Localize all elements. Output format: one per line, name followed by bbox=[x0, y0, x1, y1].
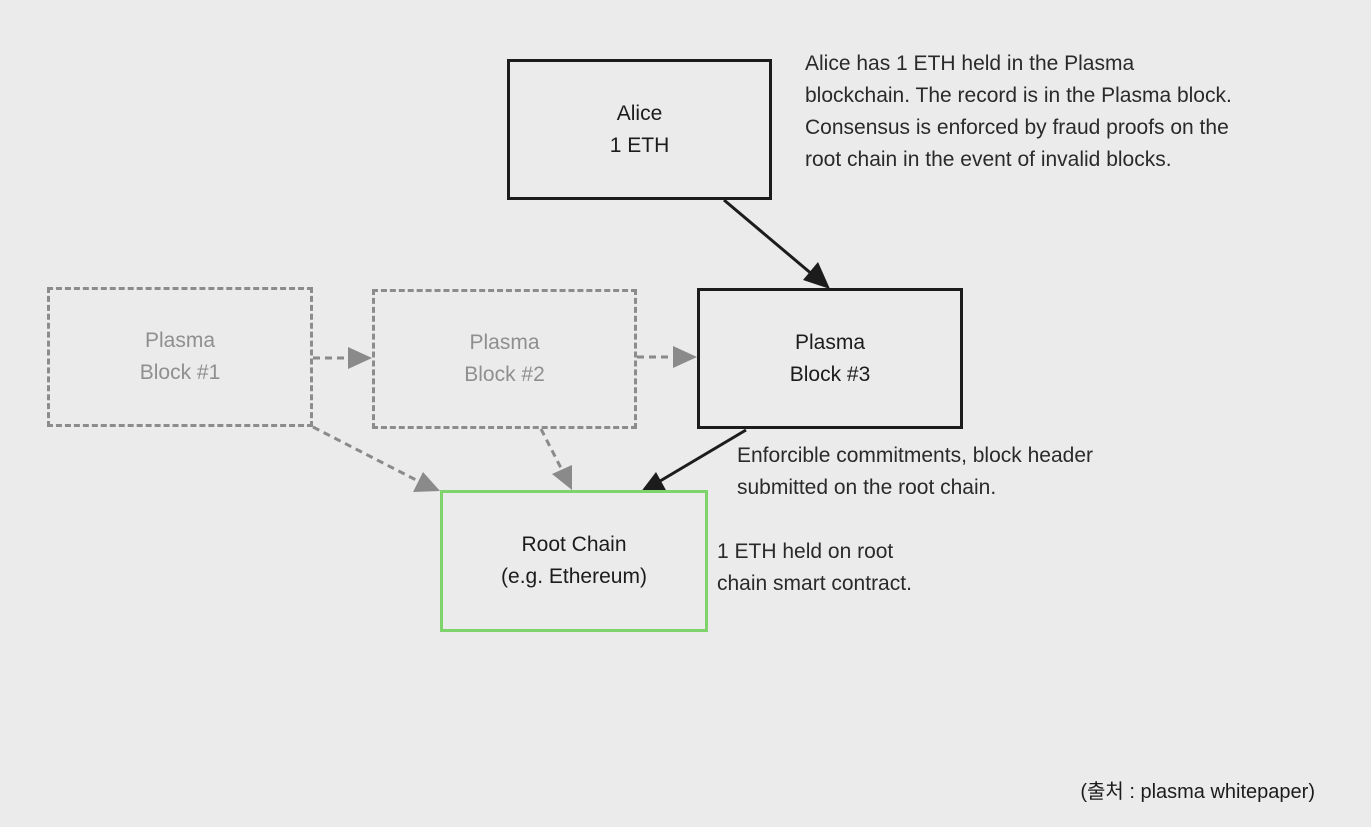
plasma-block-1-line-1: Plasma bbox=[144, 329, 216, 352]
commitments-annotation: Enforcible commitments, block header sub… bbox=[737, 440, 1093, 504]
arrow-block2-to-root bbox=[539, 428, 564, 471]
arrow-head-block3-to-root bbox=[640, 472, 667, 493]
plasma-block-1-line-2: Block #1 bbox=[139, 361, 221, 384]
alice-node: Alice 1 ETH bbox=[507, 59, 772, 200]
arrow-block3-to-root bbox=[649, 428, 747, 489]
commitments-annotation-line-1: Enforcible commitments, block header bbox=[737, 444, 1093, 467]
alice-annotation-line-2: blockchain. The record is in the Plasma … bbox=[805, 84, 1232, 107]
arrow-block1-to-root bbox=[312, 425, 421, 484]
plasma-block-1-node: Plasma Block #1 bbox=[47, 287, 313, 427]
plasma-block-3-line-1: Plasma bbox=[794, 330, 866, 354]
root-chain-node: Root Chain (e.g. Ethereum) bbox=[440, 490, 708, 632]
plasma-block-2-line-2: Block #2 bbox=[464, 363, 545, 386]
alice-node-line-1: Alice bbox=[616, 101, 663, 125]
arrow-alice-to-block3 bbox=[723, 198, 827, 288]
alice-annotation-line-1: Alice has 1 ETH held in the Plasma bbox=[805, 52, 1135, 75]
alice-annotation-line-3: Consensus is enforced by fraud proofs on… bbox=[805, 116, 1229, 139]
root-chain-annotation: 1 ETH held on root chain smart contract. bbox=[717, 536, 912, 600]
alice-node-line-2: 1 ETH bbox=[609, 133, 670, 157]
root-chain-line-2: (e.g. Ethereum) bbox=[501, 565, 647, 588]
arrow-head-block2-to-root bbox=[552, 465, 572, 490]
arrow-head-block2-to-block3 bbox=[673, 346, 697, 368]
root-chain-annotation-line-1: 1 ETH held on root bbox=[717, 540, 894, 563]
plasma-block-2-line-1: Plasma bbox=[469, 331, 540, 354]
root-chain-line-1: Root Chain bbox=[521, 533, 627, 556]
plasma-block-2-node: Plasma Block #2 bbox=[372, 289, 637, 429]
alice-annotation-line-4: root chain in the event of invalid block… bbox=[805, 148, 1172, 171]
arrow-head-block1-to-root bbox=[413, 472, 440, 492]
arrow-head-block1-to-block2 bbox=[348, 347, 372, 369]
arrow-head-alice-to-block3 bbox=[803, 262, 830, 289]
plasma-block-3-line-2: Block #3 bbox=[789, 362, 871, 386]
alice-annotation: Alice has 1 ETH held in the Plasma block… bbox=[805, 48, 1232, 176]
root-chain-annotation-line-2: chain smart contract. bbox=[717, 572, 912, 595]
plasma-block-3-node: Plasma Block #3 bbox=[697, 288, 963, 429]
source-caption: (출처 : plasma whitepaper) bbox=[1080, 781, 1315, 803]
commitments-annotation-line-2: submitted on the root chain. bbox=[737, 476, 997, 499]
